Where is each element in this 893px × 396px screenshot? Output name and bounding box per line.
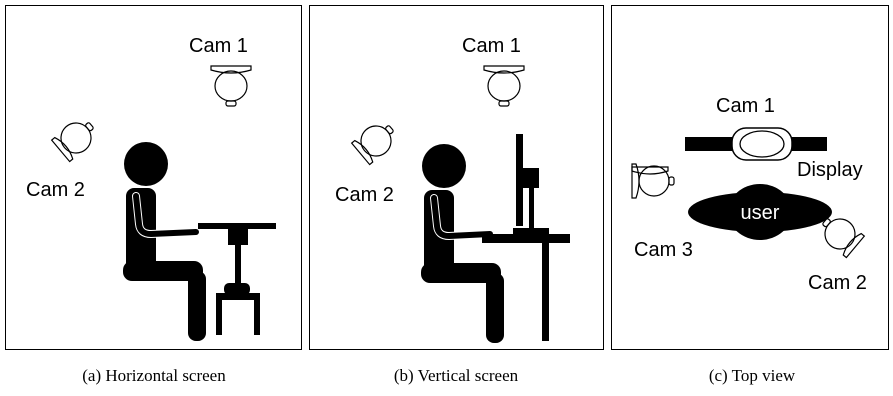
panel-top-view: Cam 1 Display user Cam 3 Cam xyxy=(611,5,889,350)
person-figure xyxy=(123,142,206,341)
camera-icon xyxy=(483,65,525,107)
caption-c: (c) Top view xyxy=(708,366,796,385)
panel-horizontal-screen: Cam 1 Cam 2 xyxy=(5,5,302,350)
vertical-monitor xyxy=(513,134,549,234)
cam3-label: Cam 3 xyxy=(634,239,693,261)
user-top-view: user xyxy=(688,184,832,240)
cam1-label: Cam 1 xyxy=(189,35,248,57)
panel-vertical-screen: Cam 1 Cam 2 xyxy=(309,5,604,350)
desk-horizontal xyxy=(198,223,276,335)
camera-icon xyxy=(50,122,94,163)
camera-icon xyxy=(210,65,252,107)
camera-icon xyxy=(631,166,669,175)
camera-icon xyxy=(350,125,394,166)
cam2-label: Cam 2 xyxy=(26,179,85,201)
desk-vertical xyxy=(482,234,570,341)
camera-icon xyxy=(631,163,675,199)
cam1-label: Cam 1 xyxy=(462,35,521,57)
caption-b: (b) Vertical screen xyxy=(393,366,519,385)
person-figure xyxy=(421,144,504,343)
display-label: Display xyxy=(797,159,863,181)
caption-a: (a) Horizontal screen xyxy=(82,366,226,385)
cam1-label: Cam 1 xyxy=(716,95,775,117)
cam2-label: Cam 2 xyxy=(335,184,394,206)
camera-icon xyxy=(822,218,866,259)
display-bar xyxy=(685,127,827,161)
user-label: user xyxy=(741,202,780,224)
cam2-label: Cam 2 xyxy=(808,272,867,294)
